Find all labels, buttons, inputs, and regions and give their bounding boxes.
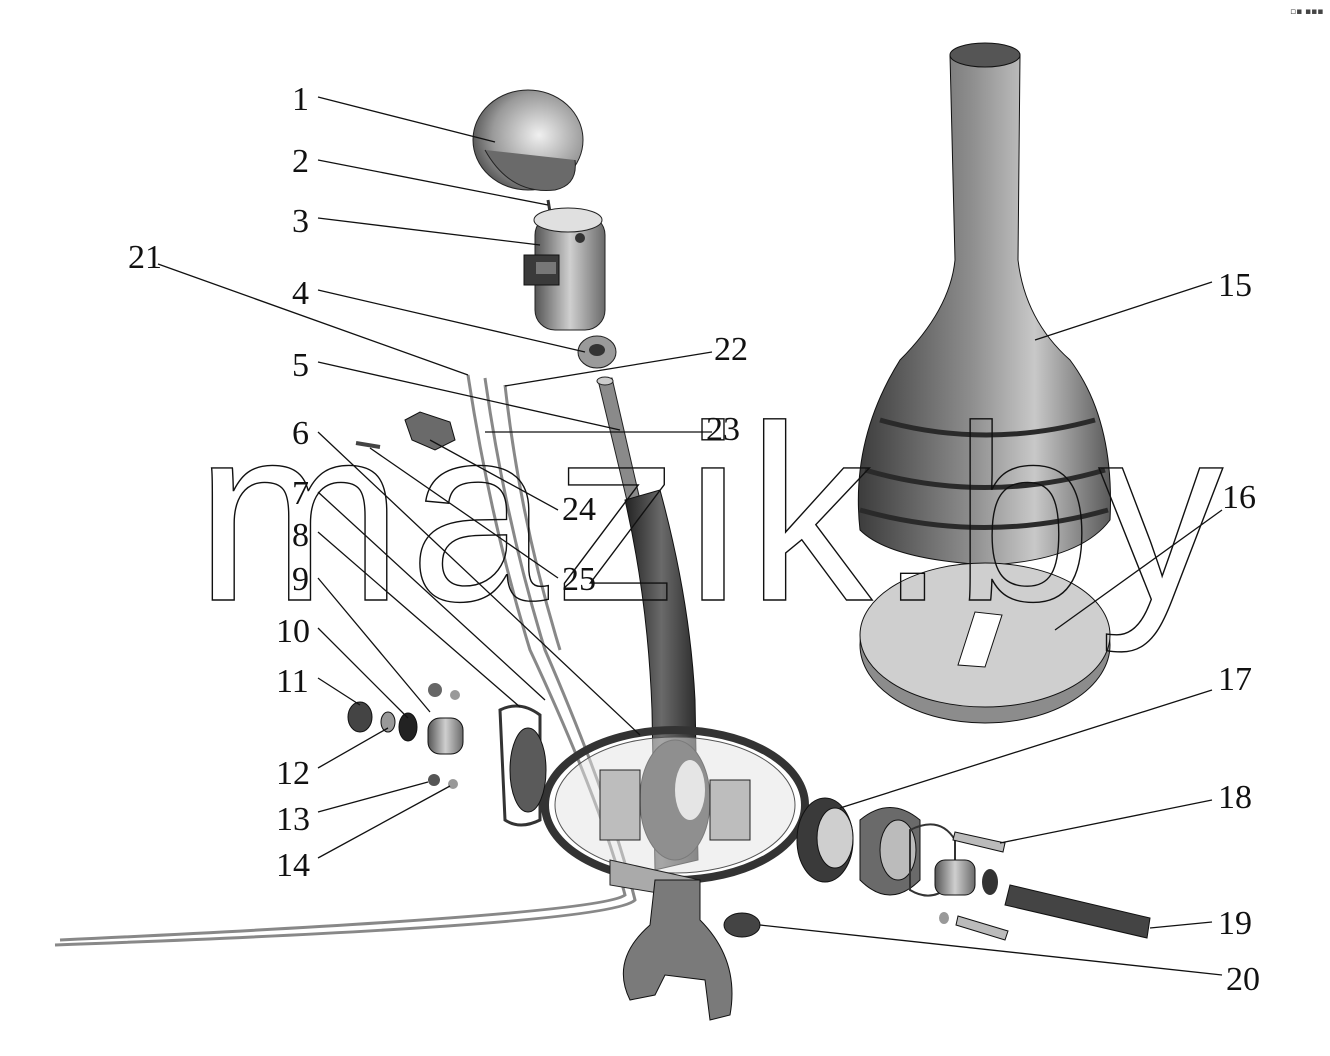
- callout-10: 10: [276, 613, 310, 650]
- part-nut: [577, 335, 617, 369]
- corner-mark: ▫▪ ▪▪▪: [1290, 7, 1323, 17]
- callout-3: 3: [292, 203, 309, 240]
- callout-2: 2: [292, 143, 309, 180]
- part-right-bearing-group: [723, 797, 1151, 941]
- callout-22: 22: [714, 331, 748, 368]
- callout-6: 6: [292, 415, 309, 452]
- callout-1: 1: [292, 81, 309, 118]
- callout-21: 21: [128, 239, 162, 276]
- leader-lines: [157, 96, 1223, 976]
- callout-25: 25: [562, 561, 596, 598]
- part-base-plate: [859, 562, 1111, 724]
- callout-24: 24: [562, 491, 596, 528]
- callout-17: 17: [1218, 661, 1252, 698]
- callout-12: 12: [276, 755, 310, 792]
- callout-15: 15: [1218, 267, 1252, 304]
- callout-14: 14: [276, 847, 310, 884]
- callout-7: 7: [292, 475, 309, 512]
- part-knob: [472, 89, 584, 191]
- callout-5: 5: [292, 347, 309, 384]
- watermark: mazik.by: [195, 374, 1229, 653]
- part-screw: [355, 441, 381, 449]
- part-clamp: [404, 411, 456, 451]
- callout-23: 23: [706, 411, 740, 448]
- part-left-bearing-group: [347, 683, 547, 827]
- callout-16: 16: [1222, 479, 1256, 516]
- callout-4: 4: [292, 275, 309, 312]
- parts: [54, 42, 1151, 1021]
- part-base-housing: [541, 726, 809, 901]
- callout-18: 18: [1218, 779, 1252, 816]
- callout-9: 9: [292, 561, 309, 598]
- callout-8: 8: [292, 517, 309, 554]
- callout-20: 20: [1226, 961, 1260, 998]
- part-fork: [622, 879, 733, 1021]
- callout-numbers: 1 2 3 4 5 6 7 8 9 10 11 12 13 14 15 16 1…: [128, 81, 1260, 998]
- callout-11: 11: [276, 663, 309, 700]
- callout-19: 19: [1218, 905, 1252, 942]
- callout-13: 13: [276, 801, 310, 838]
- part-switch-housing: [523, 207, 606, 331]
